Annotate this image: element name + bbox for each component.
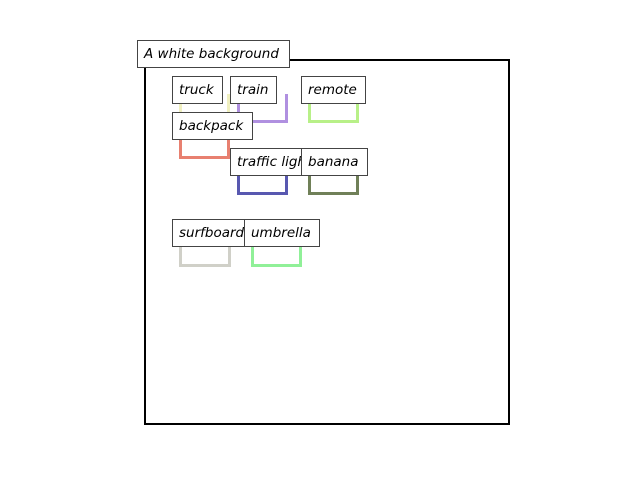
train-box xyxy=(237,94,288,123)
remote-box xyxy=(308,94,359,123)
caption-label: A white background xyxy=(137,40,290,68)
surfboard-box xyxy=(179,238,231,267)
backpack-label: backpack xyxy=(172,112,253,140)
backpack-box xyxy=(179,130,230,159)
umbrella-label: umbrella xyxy=(244,219,320,247)
train-label: train xyxy=(230,76,277,104)
truck-label: truck xyxy=(172,76,223,104)
banana-box xyxy=(308,166,359,195)
remote-label: remote xyxy=(301,76,366,104)
umbrella-box xyxy=(251,238,302,267)
surfboard-label: surfboard xyxy=(172,219,254,247)
traffic-light-box xyxy=(237,166,288,195)
banana-label: banana xyxy=(301,148,368,176)
